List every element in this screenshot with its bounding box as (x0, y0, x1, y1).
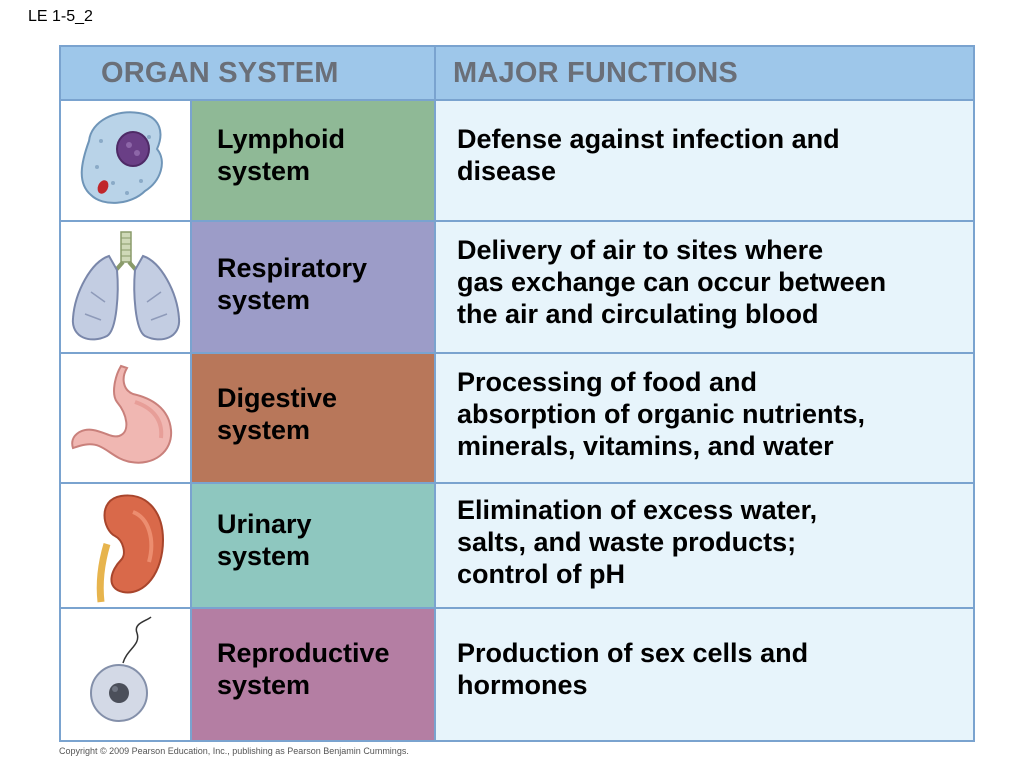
table-header: ORGAN SYSTEM MAJOR FUNCTIONS (61, 47, 973, 101)
organ-systems-table: ORGAN SYSTEM MAJOR FUNCTIONS Lymphoid sy… (59, 45, 975, 742)
icon-cell (61, 484, 192, 607)
name-cell-reproductive: Reproductive system (192, 609, 436, 740)
header-divider (434, 47, 436, 101)
organ-name-lymphoid: Lymphoid system (217, 124, 345, 186)
function-text-reproductive: Production of sex cells and hormones (457, 638, 809, 700)
kidney-icon (96, 494, 165, 603)
organ-name-urinary: Urinary system (217, 509, 312, 571)
name-cell-digestive: Digestive system (192, 354, 436, 482)
function-text-respiratory: Delivery of air to sites where gas excha… (457, 235, 887, 329)
table-row-reproductive: Reproductive system Production of sex ce… (61, 609, 973, 740)
icon-cell (61, 354, 192, 482)
organ-name-digestive: Digestive system (217, 383, 338, 445)
function-text-lymphoid: Defense against infection and disease (457, 124, 840, 186)
name-cell-lymphoid: Lymphoid system (192, 101, 436, 220)
header-major-functions: MAJOR FUNCTIONS (453, 57, 738, 89)
lymphocyte-icon (80, 111, 163, 204)
table-row-digestive: Digestive system Processing of food and … (61, 354, 973, 484)
table-row-lymphoid: Lymphoid system Defense against infectio… (61, 101, 973, 222)
organ-name-respiratory: Respiratory system (217, 253, 368, 315)
sperm-cell-icon (90, 616, 152, 722)
table-row-respiratory: Respiratory system Delivery of air to si… (61, 222, 973, 354)
stomach-icon (71, 364, 173, 464)
name-cell-respiratory: Respiratory system (192, 222, 436, 352)
lungs-icon (71, 231, 181, 341)
header-organ-system: ORGAN SYSTEM (101, 57, 339, 89)
page-label: LE 1-5_2 (28, 8, 93, 25)
icon-cell (61, 222, 192, 352)
organ-name-reproductive: Reproductive system (217, 638, 390, 700)
function-text-urinary: Elimination of excess water, salts, and … (457, 495, 818, 589)
function-text-digestive: Processing of food and absorption of org… (457, 367, 866, 461)
table-row-urinary: Urinary system Elimination of excess wat… (61, 484, 973, 609)
name-cell-urinary: Urinary system (192, 484, 436, 607)
icon-cell (61, 609, 192, 740)
copyright-notice: Copyright © 2009 Pearson Education, Inc.… (59, 746, 409, 756)
icon-cell (61, 101, 192, 220)
